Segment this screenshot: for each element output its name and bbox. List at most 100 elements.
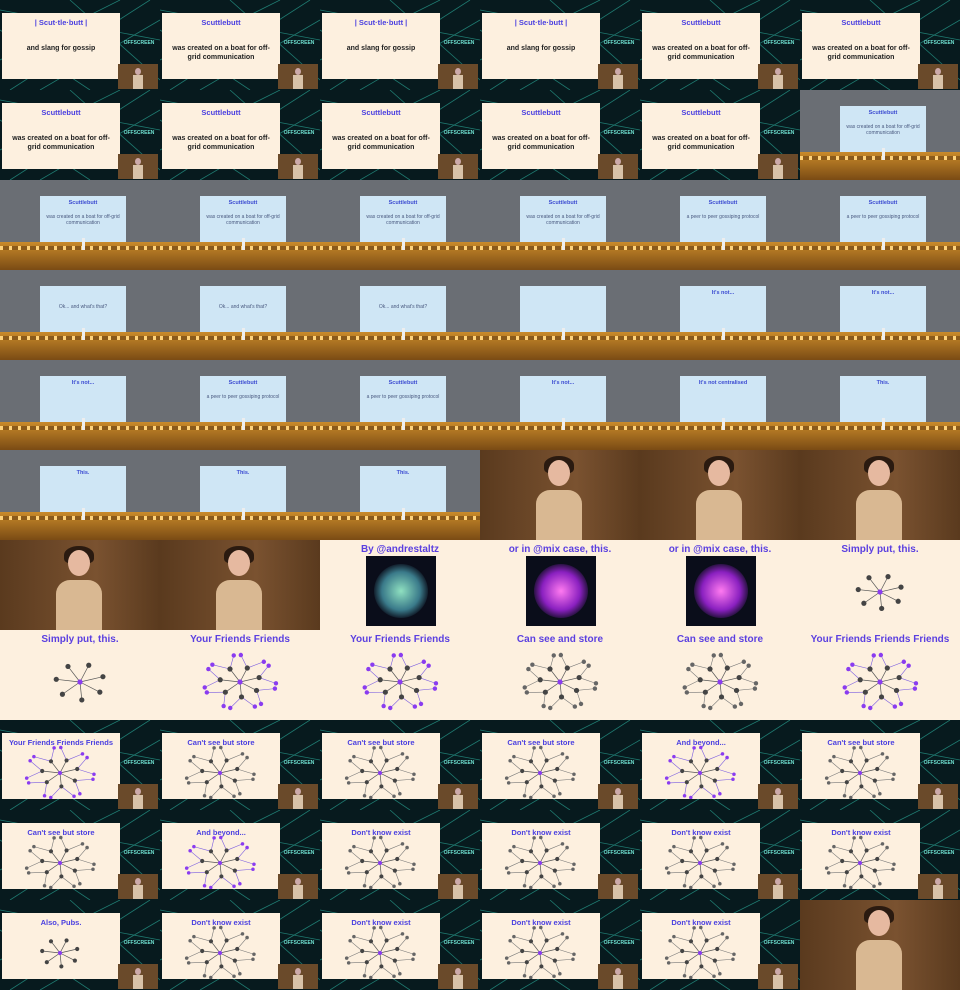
stage-lights [640,426,800,430]
slide-title: Don't know exist [671,828,731,837]
stage-lights [480,246,640,250]
speaker-inset [598,874,638,899]
screen-body: was created on a boat for off-grid commu… [526,214,600,226]
slide-frame: Simply put, this. [0,630,160,720]
network-graph [522,652,599,711]
slide-title: Can see and store [516,634,604,645]
speaker-figure [242,508,245,520]
speaker-closeup [480,450,640,540]
projection-screen: Scuttlebutt a peer to peer gossiping prot… [680,196,766,244]
network-graph [824,835,896,889]
slide-title: Scuttlebutt [41,108,81,117]
screen-title: Scuttlebutt [68,200,98,206]
speaker-figure [402,508,405,520]
screen-title: It's not... [711,290,735,296]
speaker-inset [438,784,478,809]
screen-title: Scuttlebutt [708,200,738,206]
slide-title: Don't know exist [351,918,411,927]
projection-screen: It's not... [840,286,926,334]
speaker-figure [562,328,565,340]
projection-screen: Ok... and what's that? [200,286,286,334]
slide-title: Scuttlebutt [201,18,241,27]
event-logo: OFFSCREEN [123,40,155,46]
speaker-inset [598,64,638,89]
event-logo: OFFSCREEN [443,130,475,136]
event-logo: OFFSCREEN [443,850,475,856]
event-logo: OFFSCREEN [283,940,315,946]
slide-frame: Your Friends Friends Friends [800,630,960,720]
speaker-figure [242,418,245,430]
slide-body: and slang for gossip [26,45,96,52]
slide-body: was created on a boat for off-grid commu… [172,135,270,151]
slide-title: Don't know exist [351,828,411,837]
event-logo: OFFSCREEN [763,850,795,856]
stage-lights [800,156,960,160]
slide: Don't know exist [322,913,440,979]
speaker-figure [882,238,885,250]
network-graph [504,745,576,799]
slide-title: Your Friends Friends Friends [8,738,114,747]
stage-lights [0,516,160,520]
stage-frame: Scuttlebutt a peer to peer gossiping prot… [640,180,800,270]
stage-frame: It's not... [640,270,800,360]
speaker-inset [118,154,158,179]
event-logo: OFFSCREEN [123,940,155,946]
projection-screen: It's not... [520,376,606,424]
event-logo: OFFSCREEN [923,850,955,856]
speaker-inset [758,784,798,809]
slide: | Scut·tle·butt |and slang for gossip [2,13,120,79]
event-logo: OFFSCREEN [763,760,795,766]
stage-lights [320,516,480,520]
screen-title: Scuttlebutt [388,380,418,386]
slide: Don't know exist [162,913,280,979]
speaker-inset [918,784,958,809]
slide-title: Don't know exist [671,918,731,927]
network-graph [362,652,439,711]
slide-title: And beyond... [676,738,726,747]
screen-body: a peer to peer gossiping protocol [366,394,440,400]
screen-body: a peer to peer gossiping protocol [686,214,760,220]
event-logo: OFFSCREEN [923,40,955,46]
network-graph [344,745,416,799]
projection-screen: This. [360,466,446,514]
video-frame: And beyond...OFFSCREEN [160,810,320,900]
stage-lights [640,336,800,340]
network-graph [504,835,576,889]
screen-title: Scuttlebutt [548,200,578,206]
slide-body: was created on a boat for off-grid commu… [332,135,430,151]
slide: Don't know exist [482,913,600,979]
slide: Don't know exist [642,913,760,979]
screen-title: Scuttlebutt [228,200,258,206]
screen-title: Scuttlebutt [868,110,898,116]
stage-lights [480,336,640,340]
screen-title: It's not centralised [698,380,748,386]
slide-body: was created on a boat for off-grid commu… [172,45,270,61]
slide-title: Don't know exist [511,918,571,927]
speaker-inset [598,964,638,989]
screen-body: was created on a boat for off-grid commu… [46,214,120,226]
screen-title: It's not... [551,380,575,386]
stage-lights [0,246,160,250]
event-logo: OFFSCREEN [763,130,795,136]
